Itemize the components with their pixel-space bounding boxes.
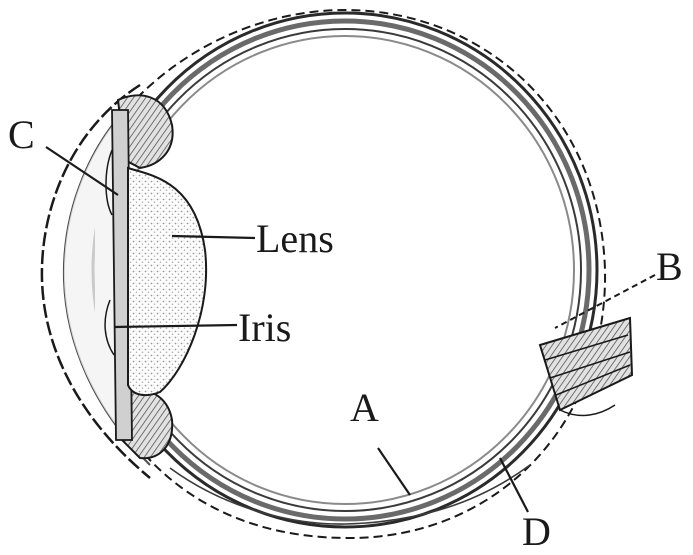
label-lens: Lens: [256, 216, 334, 261]
label-a: A: [350, 385, 379, 430]
label-c: C: [8, 112, 35, 157]
label-b: B: [656, 244, 683, 289]
a-pointer-line: [378, 448, 410, 495]
b-pointer-line: [555, 275, 655, 328]
label-iris: Iris: [238, 305, 291, 350]
label-d: D: [522, 509, 551, 554]
lens-shape: [128, 168, 206, 395]
d-pointer-line: [500, 458, 528, 512]
